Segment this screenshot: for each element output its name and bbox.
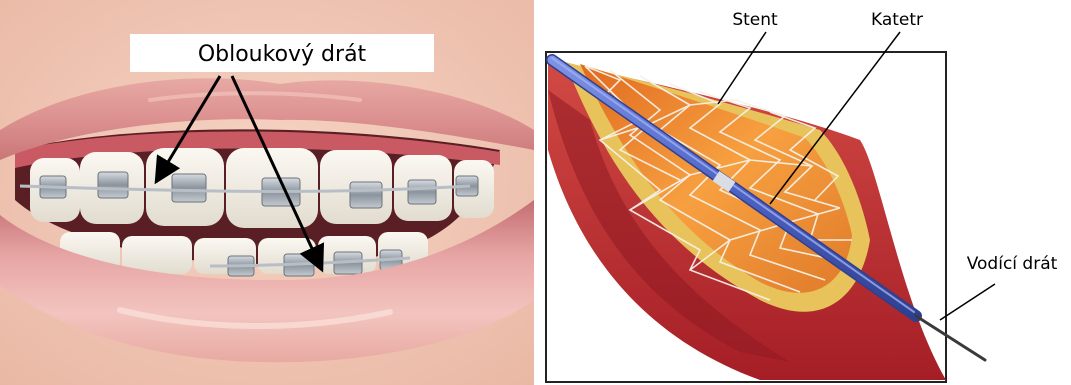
catheter-label: Katetr <box>871 10 923 30</box>
stent-diagram <box>546 52 985 382</box>
panel-divider <box>534 0 542 385</box>
arch-wire-label: Obloukový drát <box>198 42 367 67</box>
guidewire-label: Vodící drát <box>967 254 1058 274</box>
stent-label: Stent <box>732 10 778 30</box>
guidewire-leader-line <box>940 284 995 320</box>
